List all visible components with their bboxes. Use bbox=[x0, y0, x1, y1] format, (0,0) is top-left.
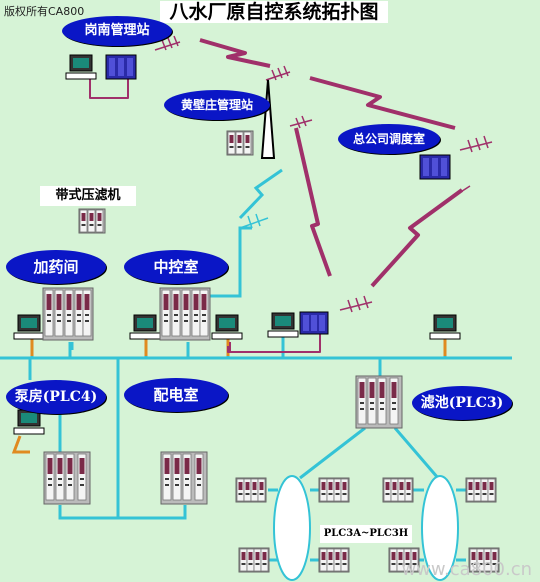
node-huangbizhuang: 黄壁庄管理站 bbox=[164, 90, 270, 120]
node-filter-pool: 滤池(PLC3) bbox=[412, 386, 512, 420]
plc-power-icon bbox=[160, 451, 208, 505]
diagram-title: 八水厂原自控系统拓扑图 bbox=[160, 1, 388, 23]
node-dosing: 加药间 bbox=[6, 250, 106, 284]
plc-3e-icon bbox=[238, 547, 270, 573]
node-zonggongsi: 总公司调度室 bbox=[338, 124, 440, 154]
plc-3g-icon bbox=[388, 547, 420, 573]
plc-3h-icon bbox=[468, 547, 500, 573]
ring-left bbox=[273, 475, 311, 581]
pc-cc2-icon bbox=[211, 314, 243, 340]
blue-servers bbox=[105, 54, 451, 335]
node-power-room: 配电室 bbox=[124, 378, 228, 412]
antenna-filter bbox=[455, 185, 471, 196]
server-zonggongsi-icon bbox=[419, 154, 451, 180]
node-central-control: 中控室 bbox=[124, 250, 228, 284]
copyright-text: 版权所有CA800 bbox=[4, 5, 85, 18]
gangnan-pc-cable bbox=[89, 74, 129, 99]
radio-zig-cyan bbox=[238, 168, 283, 220]
plc-racks bbox=[42, 130, 500, 573]
pump-power-link bbox=[58, 505, 187, 520]
radio-link-filter bbox=[370, 188, 464, 288]
cc-red-2 bbox=[227, 333, 321, 353]
label-filter-press: 带式压滤机 bbox=[40, 186, 136, 206]
plc-dosing-icon bbox=[42, 287, 94, 341]
pc-radio-icon bbox=[267, 312, 299, 338]
ring-right bbox=[421, 475, 459, 581]
plc-3c-icon bbox=[382, 477, 414, 503]
radio-link-gangnan bbox=[199, 38, 271, 68]
node-gangnan: 岗南管理站 bbox=[62, 16, 172, 46]
plc-filter-icon bbox=[355, 375, 403, 429]
antenna-gangnan bbox=[154, 35, 181, 51]
watermark-text: www.ca800.cn bbox=[401, 559, 532, 580]
pc-right-icon bbox=[429, 314, 461, 340]
antenna-cyan bbox=[239, 213, 269, 229]
radio-mast-icon bbox=[260, 79, 276, 159]
server-gangnan-icon bbox=[105, 54, 137, 80]
pc-cable-pump bbox=[11, 435, 30, 454]
plc-3b-icon bbox=[318, 477, 350, 503]
filter-to-oval1 bbox=[299, 426, 366, 480]
plc-pump-icon bbox=[43, 451, 91, 505]
pc-icons bbox=[13, 54, 461, 435]
antenna-mast bbox=[265, 65, 291, 81]
pc-gangnan-icon bbox=[65, 54, 97, 80]
radio-link-huangbi bbox=[294, 127, 332, 277]
plc-filterpress-icon bbox=[78, 208, 106, 234]
antenna-zonggongsi bbox=[459, 135, 493, 153]
antenna-cc bbox=[339, 295, 373, 313]
node-pump-house: 泵房(PLC4) bbox=[6, 380, 106, 414]
filter-to-oval2 bbox=[393, 427, 440, 479]
radio-link-zonggongsi bbox=[309, 76, 456, 130]
plc-3a-icon bbox=[235, 477, 267, 503]
pc-dosing-icon bbox=[13, 314, 45, 340]
plc-cc-icon bbox=[159, 287, 211, 341]
server-cc-icon bbox=[299, 311, 329, 335]
plc-3d-icon bbox=[465, 477, 497, 503]
plc-3f-icon bbox=[318, 547, 350, 573]
label-plc-range: PLC3A~PLC3H bbox=[320, 525, 412, 543]
pc-cc1-icon bbox=[129, 314, 161, 340]
pc-pump-icon bbox=[13, 409, 45, 435]
antenna-huangbi bbox=[289, 115, 313, 129]
cc-radio-link bbox=[210, 226, 252, 298]
plc-huangbi-icon bbox=[226, 130, 254, 156]
